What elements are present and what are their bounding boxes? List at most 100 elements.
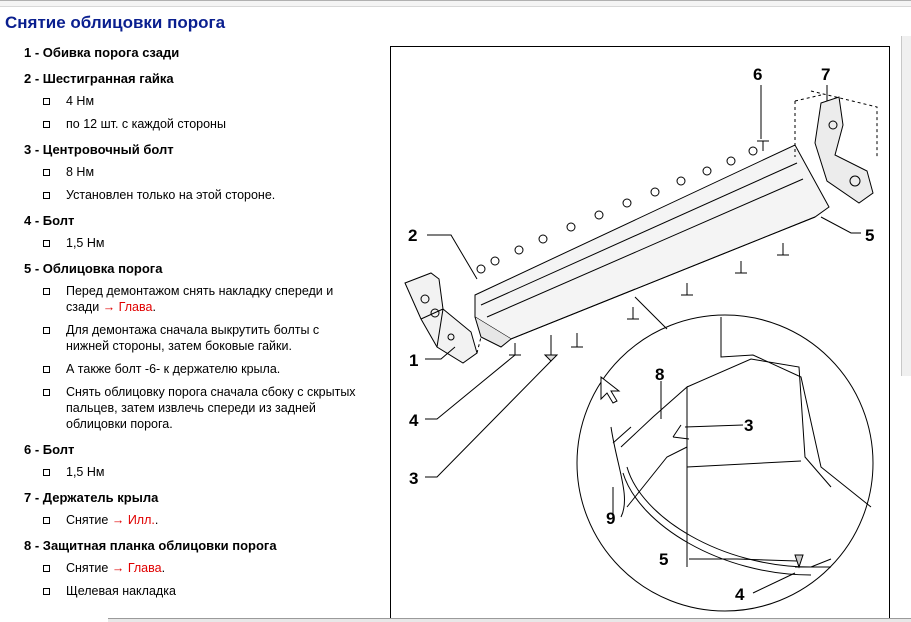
detail-callout-5: 5 (659, 550, 668, 569)
horizontal-scrollbar[interactable] (108, 618, 911, 622)
note-text: Для демонтажа сначала выкрутить болты с (66, 323, 320, 337)
item-heading: 4 - Болт (24, 212, 386, 229)
item-title: Защитная планка облицовки порога (42, 538, 277, 553)
item-notes: 1,5 Нм (24, 464, 386, 480)
item-notes: Перед демонтажом снять накладку спереди … (24, 283, 386, 432)
list-item: 7 - Держатель крыла Снятие → Илл.. (24, 489, 386, 528)
fender-bracket-drawing (814, 96, 874, 204)
note-text: 8 Нм (66, 165, 95, 179)
note-text: Перед демонтажом снять накладку спереди … (66, 284, 334, 298)
item-number: 5 - (24, 261, 40, 276)
note-text: пальцев, затем извлечь спереди из задней (66, 401, 316, 415)
item-notes: 8 Нм Установлен только на этой стороне. (24, 164, 386, 203)
item-notes: 4 Нм по 12 шт. с каждой стороны (24, 93, 386, 132)
centering-bolt-drawing (543, 335, 559, 362)
list-item: 2 - Шестигранная гайка 4 Нм по 12 шт. с … (24, 70, 386, 132)
sill-panel-drawing (474, 144, 830, 348)
mouse-cursor-icon (600, 375, 621, 404)
note-text: 1,5 Нм (66, 236, 105, 250)
note: 1,5 Нм (24, 464, 386, 480)
exploded-view-figure: 2 1 4 3 6 7 5 8 3 9 5 4 (390, 46, 890, 621)
square-bullet-icon (43, 565, 50, 572)
note-text: А также болт -6- к держателю крыла. (66, 362, 281, 376)
square-bullet-icon (43, 98, 50, 105)
item-title: Держатель крыла (42, 490, 159, 505)
square-bullet-icon (43, 192, 50, 199)
square-bullet-icon (43, 288, 50, 295)
callout-9: 9 (606, 509, 615, 528)
square-bullet-icon (43, 327, 50, 334)
rear-sill-trim-drawing (404, 272, 478, 364)
hex-nuts-drawing (476, 146, 758, 274)
item-number: 1 - (24, 45, 40, 60)
item-title: Болт (42, 442, 75, 457)
item-heading: 2 - Шестигранная гайка (24, 70, 386, 87)
page-title: Снятие облицовки порога (5, 13, 226, 32)
callout-1: 1 (409, 351, 418, 370)
note: Снятие → Глава. (24, 560, 386, 576)
note: 1,5 Нм (24, 235, 386, 251)
square-bullet-icon (43, 121, 50, 128)
callout-2: 2 (408, 226, 417, 245)
detail-leader-lines (612, 381, 798, 594)
note-text: 1,5 Нм (66, 465, 105, 479)
square-bullet-icon (43, 588, 50, 595)
note-text: . (152, 300, 156, 314)
assembly-dash-lines (476, 90, 878, 354)
item-number: 4 - (24, 213, 40, 228)
detail-callout-3: 3 (744, 416, 753, 435)
item-number: 7 - (24, 490, 40, 505)
item-heading: 6 - Болт (24, 441, 386, 458)
note: по 12 шт. с каждой стороны (24, 116, 386, 132)
item-title: Центровочный болт (42, 142, 174, 157)
bracket-bolt-drawing (757, 140, 769, 151)
exploded-view-drawing: 2 1 4 3 6 7 5 8 3 9 5 4 (404, 65, 878, 612)
note-text: . (154, 513, 159, 527)
item-number: 6 - (24, 442, 40, 457)
item-number: 2 - (24, 71, 40, 86)
leader-lines (425, 85, 861, 478)
square-bullet-icon (43, 366, 50, 373)
vertical-scrollbar[interactable] (901, 36, 911, 376)
illustration-link[interactable]: → Илл. (111, 513, 155, 527)
square-bullet-icon (43, 169, 50, 176)
item-number: 3 - (24, 142, 40, 157)
item-heading: 1 - Обивка порога сзади (24, 44, 386, 61)
item-heading: 5 - Облицовка порога (24, 260, 386, 277)
item-number: 8 - (24, 538, 40, 553)
note: Установлен только на этой стороне. (24, 187, 386, 203)
note-text: . (161, 561, 166, 575)
item-heading: 8 - Защитная планка облицовки порога (24, 537, 386, 554)
note: А также болт -6- к держателю крыла. (24, 361, 386, 377)
list-item: 1 - Обивка порога сзади (24, 44, 386, 61)
note-text: Щелевая накладка (66, 584, 176, 598)
note-text: Снять облицовку порога сначала сбоку с с… (66, 385, 356, 399)
square-bullet-icon (43, 240, 50, 247)
item-title: Болт (42, 213, 75, 228)
item-notes: Снятие → Илл.. (24, 512, 386, 528)
item-heading: 3 - Центровочный болт (24, 141, 386, 158)
callout-7: 7 (821, 65, 830, 84)
note-text: облицовки порога. (66, 417, 173, 431)
callout-3: 3 (409, 469, 418, 488)
detail-callout-4: 4 (735, 585, 745, 604)
parts-list: 1 - Обивка порога сзади 2 - Шестигранная… (24, 44, 386, 608)
item-title: Облицовка порога (42, 261, 163, 276)
note: 4 Нм (24, 93, 386, 109)
note-text: Снятие (66, 561, 109, 575)
note-text: Снятие (66, 513, 109, 527)
note-text: Установлен только на этой стороне. (66, 188, 276, 202)
callout-8: 8 (655, 365, 664, 384)
item-notes: 1,5 Нм (24, 235, 386, 251)
note-text: по 12 шт. с каждой стороны (66, 117, 226, 131)
list-item: 8 - Защитная планка облицовки порога Сня… (24, 537, 386, 599)
chapter-link[interactable]: → Глава (111, 561, 162, 575)
note-text: сзади (66, 300, 100, 314)
note-text: 4 Нм (66, 94, 95, 108)
list-item: 6 - Болт 1,5 Нм (24, 441, 386, 480)
square-bullet-icon (43, 517, 50, 524)
square-bullet-icon (43, 469, 50, 476)
note: Перед демонтажом снять накладку спереди … (24, 283, 386, 315)
chapter-link[interactable]: → Глава (102, 300, 153, 314)
